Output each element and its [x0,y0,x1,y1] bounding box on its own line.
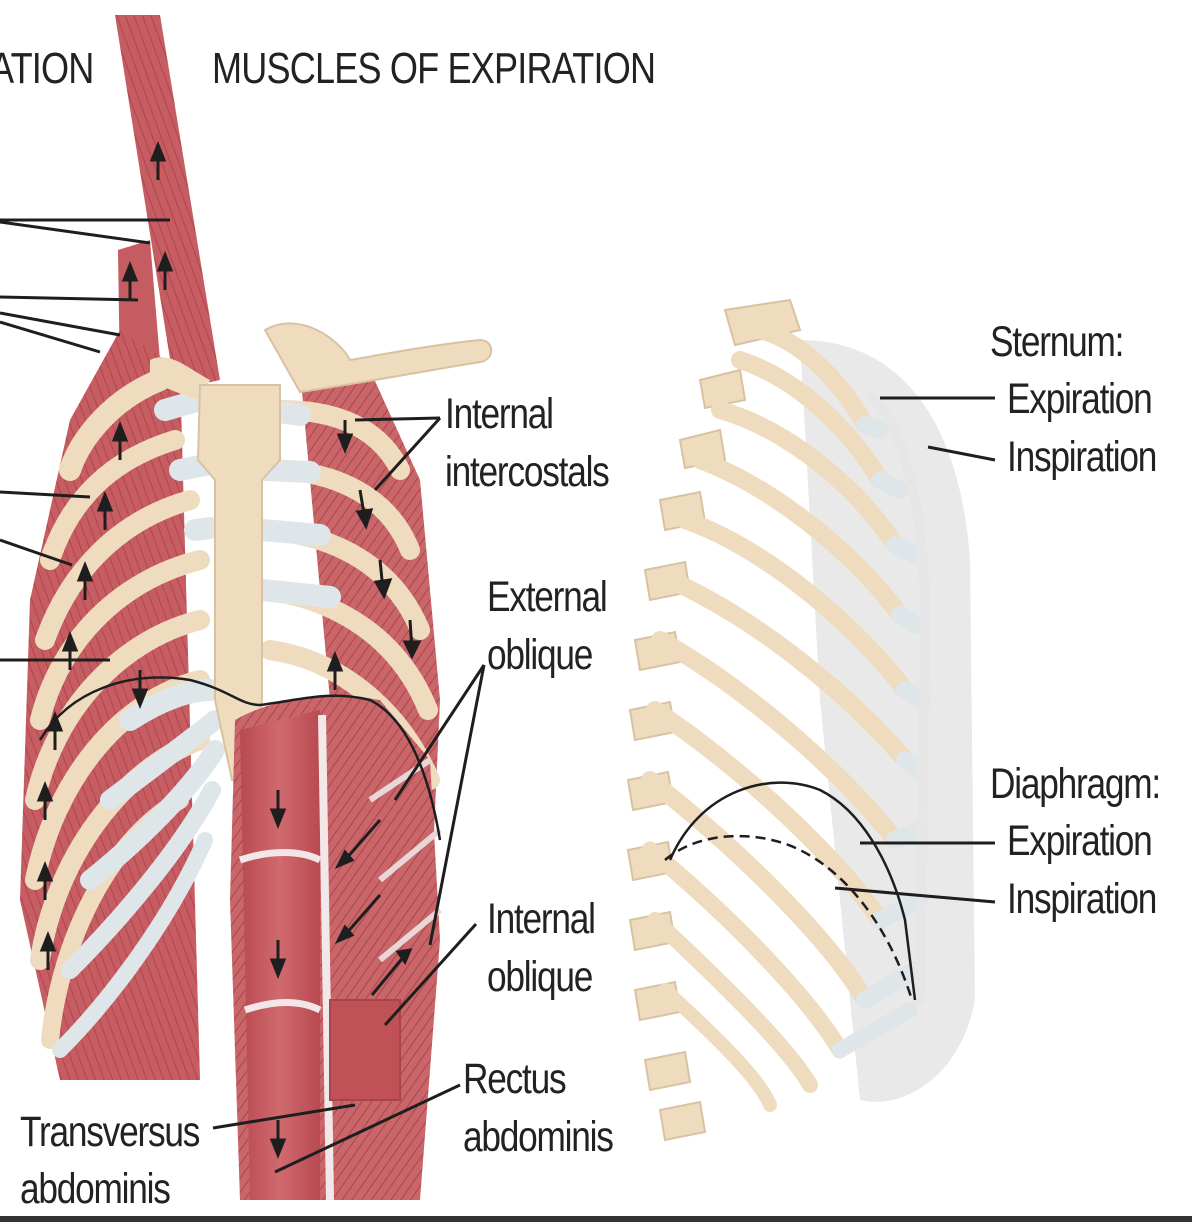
label-transversus-abdominis-line2: abdominis [20,1160,170,1218]
label-sternum-expiration: Expiration [1007,370,1151,428]
label-rectus-abdominis-line1: Rectus [463,1050,565,1108]
label-diaphragm-title: Diaphragm: [990,755,1160,813]
label-rectus-abdominis-line2: abdominis [463,1108,613,1166]
label-internal-oblique-line2: oblique [487,948,592,1006]
label-internal-intercostals-line2: intercostals [445,443,609,501]
heading-inspiration-cut: ATION [0,40,93,98]
heading-muscles-of-expiration: MUSCLES OF EXPIRATION [212,40,655,98]
label-internal-oblique-line1: Internal [487,890,595,948]
label-diaphragm-inspiration: Inspiration [1007,870,1156,928]
bottom-border [0,1216,1192,1222]
abdominal-muscles [230,696,440,1200]
label-diaphragm-expiration: Expiration [1007,812,1151,870]
label-sternum-inspiration: Inspiration [1007,428,1156,486]
label-sternum-title: Sternum: [990,313,1123,371]
neck-muscle [115,15,220,390]
label-transversus-abdominis-line1: Transversus [20,1103,199,1161]
label-external-oblique-line2: oblique [487,626,592,684]
label-external-oblique-line1: External [487,568,607,626]
label-internal-intercostals-line1: Internal [445,385,553,443]
